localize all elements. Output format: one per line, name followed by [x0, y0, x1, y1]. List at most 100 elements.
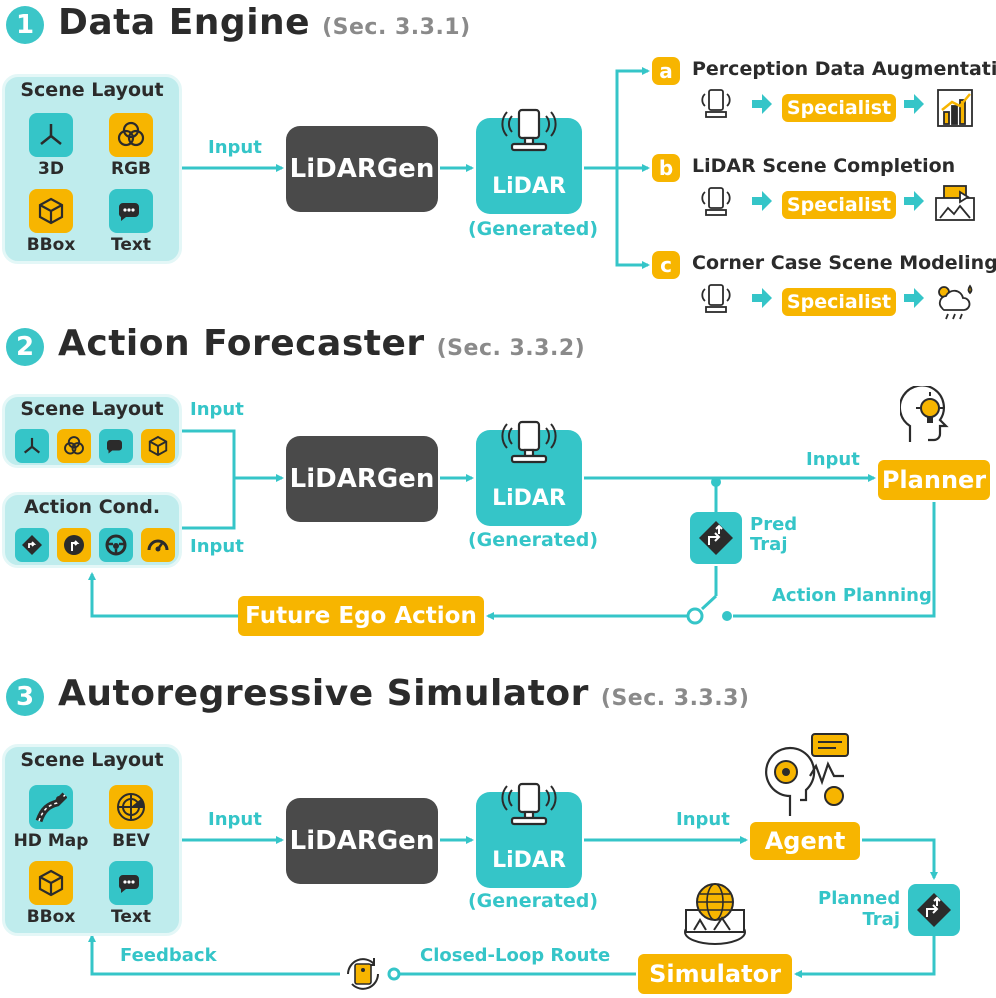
feedback-label: Feedback — [120, 945, 217, 966]
task-b-sensor-icon — [701, 187, 731, 216]
chat-bubbles-icon — [99, 429, 133, 463]
s1-lidar-label: LiDAR — [492, 174, 566, 199]
section-3-number: 3 — [6, 678, 44, 716]
s2-lidargen-box: LiDARGen — [286, 436, 438, 522]
s1-branch-a — [584, 67, 650, 170]
task-c-arrow-2 — [904, 288, 924, 308]
closed-loop-route-label: Closed-Loop Route — [420, 945, 611, 966]
s1-tile-label-text: Text — [111, 235, 151, 255]
task-a-specialist-box: Specialist — [782, 94, 896, 122]
turn-sign-icon — [57, 528, 91, 562]
switch-contact-left — [686, 607, 704, 625]
s2-feedback-arrow — [88, 572, 238, 618]
s1-scene-layout-panel: Scene Layout 3D RGB BBox Text — [2, 74, 182, 264]
pred-traj-label: Pred Traj — [750, 514, 798, 555]
section-3-title: Autoregressive Simulator — [58, 673, 589, 714]
action-planning-label: Action Planning — [772, 585, 932, 606]
task-a-arrow-1 — [752, 94, 772, 114]
section-2-ref: (Sec. 3.3.2) — [436, 336, 586, 361]
steering-wheel-icon — [99, 528, 133, 562]
agent-box: Agent — [750, 822, 860, 860]
s2-lidar-label: LiDAR — [492, 486, 566, 511]
s2-input-arrow-bottom — [182, 478, 236, 530]
planner-box: Planner — [878, 460, 990, 500]
lidar-sensor-icon — [501, 108, 557, 152]
task-a-letter: a — [652, 57, 680, 85]
ai-agent-icon — [765, 733, 849, 816]
simulator-globe-icon — [684, 883, 746, 945]
s1-lidargen-box: LiDARGen — [286, 126, 438, 212]
road-map-icon — [29, 785, 73, 829]
chat-bubbles-icon — [109, 189, 153, 233]
s3-lidar-box: LiDAR — [476, 782, 582, 888]
s3-lidar-label: LiDAR — [492, 848, 566, 873]
s2-generated-label: (Generated) — [468, 529, 599, 551]
cube-icon — [141, 429, 175, 463]
task-b-arrow-1 — [752, 191, 772, 211]
s3-input-label-agent: Input — [676, 809, 730, 830]
lidar-sensor-icon — [501, 420, 557, 464]
axes-icon — [29, 113, 73, 157]
task-c-title: Corner Case Scene Modeling — [692, 252, 996, 274]
s2-scene-layout-panel: Scene Layout — [2, 394, 182, 468]
task-b-specialist-box: Specialist — [782, 191, 896, 219]
task-c-sensor-icon — [701, 284, 731, 313]
junction-dot — [711, 477, 721, 487]
s3-panel-title: Scene Layout — [20, 749, 164, 771]
task-b-letter: b — [652, 154, 680, 182]
s2-scene-panel-title: Scene Layout — [20, 398, 164, 420]
s1-generated-label: (Generated) — [468, 218, 599, 240]
planned-traj-icon — [908, 884, 960, 936]
s3-lidargen-box: LiDARGen — [286, 798, 438, 884]
s2-action-cond-panel: Action Cond. — [2, 492, 182, 568]
task-c-arrow-1 — [752, 288, 772, 308]
s3-traj-arrow — [862, 838, 938, 880]
s2-action-panel-title: Action Cond. — [23, 496, 161, 518]
section-1-ref: (Sec. 3.3.1) — [322, 15, 471, 40]
chat-bubbles-icon — [109, 861, 153, 905]
axes-icon — [15, 429, 49, 463]
s2-input-arrow-top — [182, 429, 284, 482]
weather-icon — [938, 284, 973, 320]
task-a-arrow-2 — [904, 94, 924, 114]
s1-branch-c — [615, 168, 650, 269]
s1-input-label: Input — [208, 137, 262, 158]
section-3-heading: Autoregressive Simulator(Sec. 3.3.3) — [58, 673, 749, 714]
s3-feedback-arrow — [88, 934, 340, 976]
future-ego-action-box: Future Ego Action — [238, 596, 484, 636]
s3-input-label: Input — [208, 809, 262, 830]
rgb-circles-icon — [57, 429, 91, 463]
lidar-sensor-icon — [501, 782, 557, 826]
section-1-heading: Data Engine (Sec. 3.3.1) — [58, 2, 471, 43]
s1-panel-title: Scene Layout — [20, 79, 164, 101]
s3-tile-label-bbox: BBox — [26, 907, 76, 927]
s1-lidar-box: LiDAR — [476, 108, 582, 214]
cube-icon — [29, 861, 73, 905]
cube-icon — [29, 189, 73, 233]
route-cycle-icon — [347, 958, 379, 990]
s1-tile-label-bbox: BBox — [26, 235, 76, 255]
task-b-arrow-2 — [904, 191, 924, 211]
section-2-title: Action Forecaster — [58, 323, 425, 364]
speedometer-icon — [141, 528, 175, 562]
s2-input-label-top: Input — [190, 399, 244, 420]
section-2-heading: Action Forecaster (Sec. 3.3.2) — [58, 323, 585, 364]
s3-scene-layout-panel: Scene Layout HD Map BEV BBox Text — [2, 744, 182, 936]
s1-tile-label-rgb: RGB — [110, 159, 151, 179]
s3-tile-label-hdmap: HD Map — [13, 831, 89, 851]
route-dot — [387, 967, 401, 981]
simulator-box: Simulator — [638, 954, 792, 994]
s2-input-label-planner: Input — [806, 449, 860, 470]
task-a-title: Perception Data Augmentation — [692, 58, 996, 80]
s2-action-planning-line — [733, 502, 936, 618]
brain-idea-icon — [900, 386, 949, 442]
s3-sim-arrow — [794, 936, 936, 978]
s3-generated-label: (Generated) — [468, 890, 599, 912]
planned-traj-label: Planned Traj — [818, 888, 901, 930]
section-1-title: Data Engine — [58, 2, 311, 43]
bar-chart-icon — [937, 89, 973, 127]
section-1-number: 1 — [6, 6, 44, 44]
s3-tile-label-text: Text — [111, 907, 151, 927]
